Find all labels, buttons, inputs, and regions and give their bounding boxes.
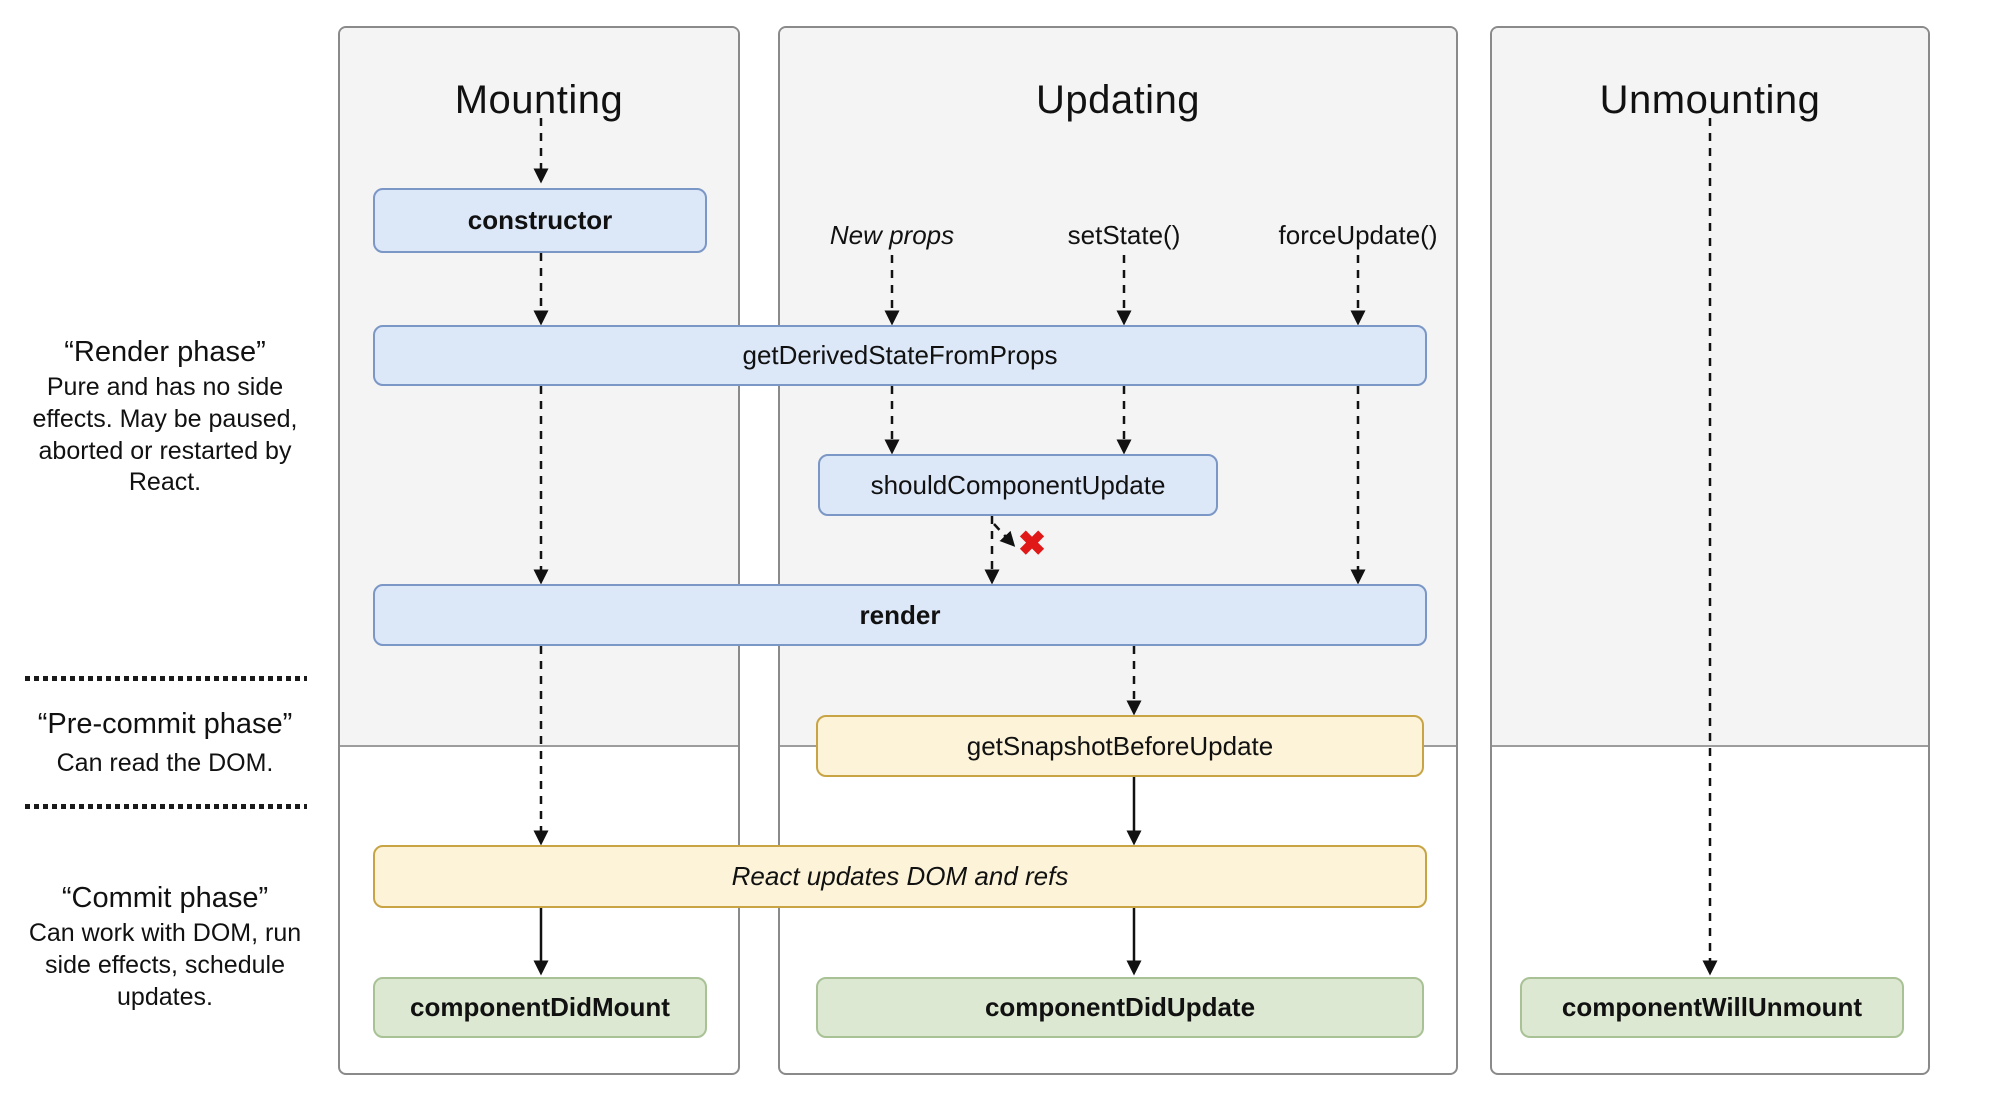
column-title-updating: Updating — [1035, 78, 1201, 122]
node-constructor: constructor — [373, 188, 707, 253]
node-get-derived-state-from-props: getDerivedStateFromProps — [373, 325, 1427, 386]
pre-commit-phase-title: “Pre-commit phase” — [37, 708, 293, 740]
node-component-will-unmount: componentWillUnmount — [1520, 977, 1904, 1038]
render-phase-label: “Render phase” — [10, 336, 320, 369]
pre-commit-phase-label: “Pre-commit phase” — [10, 708, 320, 741]
column-mounting: Mounting — [338, 26, 740, 1075]
column-unmounting-render-phase-bg — [1492, 28, 1928, 747]
commit-phase-description: Can work with DOM, run side effects, sch… — [28, 919, 302, 1011]
node-render: render — [373, 584, 1427, 646]
commit-phase-label: “Commit phase” — [10, 882, 320, 915]
render-phase-description: Pure and has no side effects. May be pau… — [32, 373, 298, 497]
trigger-force-update: forceUpdate() — [1278, 220, 1438, 250]
render-phase-title: “Render phase” — [64, 336, 266, 368]
node-component-did-update: componentDidUpdate — [816, 977, 1424, 1038]
column-title-mounting: Mounting — [454, 78, 624, 122]
phase-separator-bottom — [25, 804, 307, 809]
column-updating: Updating — [778, 26, 1458, 1075]
trigger-new-props: New props — [829, 220, 955, 250]
trigger-set-state: setState() — [1067, 220, 1181, 250]
cancel-x-icon: ✖ — [1017, 525, 1047, 563]
column-unmounting: Unmounting — [1490, 26, 1930, 1075]
phase-separator-top — [25, 676, 307, 681]
node-component-did-mount: componentDidMount — [373, 977, 707, 1038]
commit-phase-title: “Commit phase” — [61, 882, 269, 914]
node-react-updates-dom: React updates DOM and refs — [373, 845, 1427, 908]
node-should-component-update: shouldComponentUpdate — [818, 454, 1218, 516]
node-get-snapshot-before-update: getSnapshotBeforeUpdate — [816, 715, 1424, 777]
pre-commit-phase-description: Can read the DOM. — [56, 749, 274, 777]
column-title-unmounting: Unmounting — [1599, 78, 1821, 122]
